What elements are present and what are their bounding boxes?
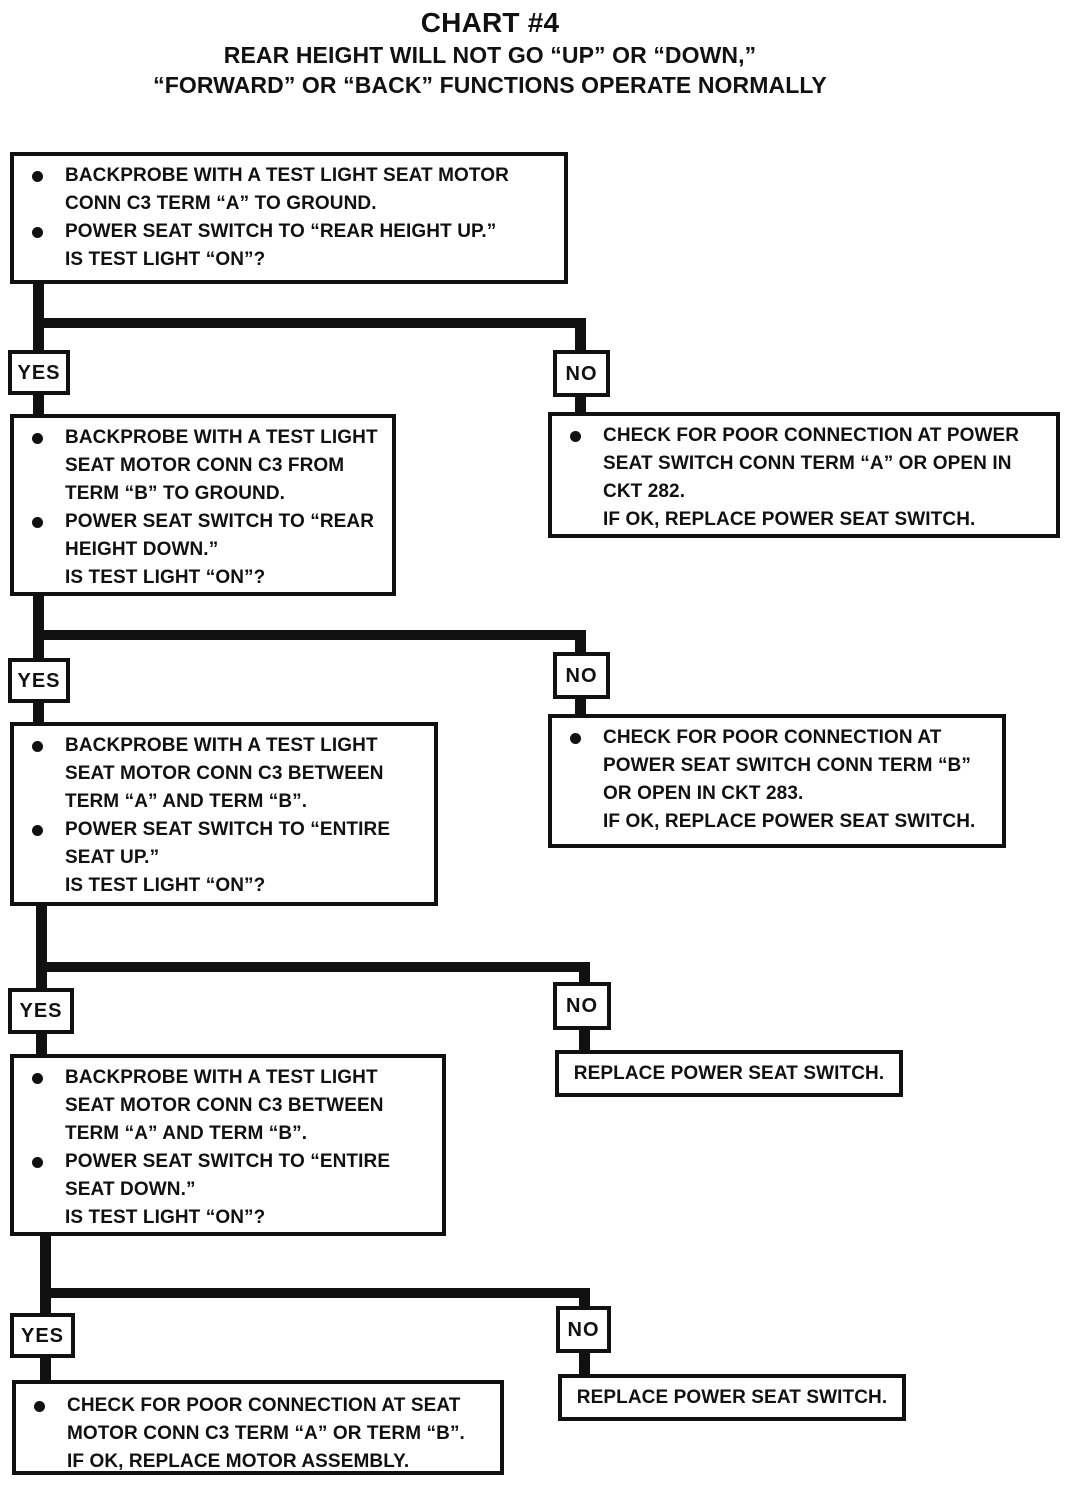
chart-subtitle-line2: “FORWARD” OR “BACK” FUNCTIONS OPERATE NO… bbox=[153, 72, 827, 98]
chart-title-block: CHART #4 REAR HEIGHT WILL NOT GO “UP” OR… bbox=[0, 6, 980, 100]
question-box-4: BACKPROBE WITH A TEST LIGHT SEAT MOTOR C… bbox=[10, 1054, 446, 1236]
action-text: CHECK FOR POOR CONNECTION AT POWER SEAT … bbox=[603, 425, 1020, 530]
step-text: POWER SEAT SWITCH TO “REAR HEIGHT DOWN.”… bbox=[65, 511, 375, 588]
step-text: BACKPROBE WITH A TEST LIGHT SEAT MOTOR C… bbox=[65, 735, 384, 812]
step-text: POWER SEAT SWITCH TO “REAR HEIGHT UP.” I… bbox=[65, 221, 497, 270]
step-bullet-row: CHECK FOR POOR CONNECTION AT POWER SEAT … bbox=[568, 724, 996, 836]
step-bullet-row: BACKPROBE WITH A TEST LIGHT SEAT MOTOR C… bbox=[30, 424, 386, 508]
step-text: POWER SEAT SWITCH TO “ENTIRE SEAT DOWN.”… bbox=[65, 1151, 391, 1228]
connector-line bbox=[40, 1288, 590, 1298]
connector-line bbox=[40, 1356, 51, 1380]
bullet-icon bbox=[34, 1401, 45, 1412]
action-text: REPLACE POWER SEAT SWITCH. bbox=[576, 1386, 888, 1408]
yes-label: YES bbox=[17, 361, 61, 384]
no-label: NO bbox=[565, 362, 598, 385]
yes-label: YES bbox=[20, 1324, 65, 1347]
no-box-2: NO bbox=[553, 652, 610, 699]
step-bullet-row: POWER SEAT SWITCH TO “ENTIRE SEAT DOWN.”… bbox=[30, 1148, 436, 1232]
connector-line bbox=[36, 962, 590, 972]
yes-box-3: YES bbox=[8, 988, 74, 1034]
no-box-4: NO bbox=[556, 1306, 611, 1353]
connector-line bbox=[33, 701, 44, 722]
step-text: BACKPROBE WITH A TEST LIGHT SEAT MOTOR C… bbox=[65, 165, 509, 214]
question-box-2: BACKPROBE WITH A TEST LIGHT SEAT MOTOR C… bbox=[10, 414, 396, 596]
connector-line bbox=[40, 1236, 51, 1316]
no-label: NO bbox=[566, 995, 598, 1017]
chart-subtitle-line1: REAR HEIGHT WILL NOT GO “UP” OR “DOWN,” bbox=[223, 42, 757, 68]
yes-label: YES bbox=[19, 1000, 63, 1022]
step-bullet-row: POWER SEAT SWITCH TO “REAR HEIGHT UP.” I… bbox=[30, 218, 558, 274]
step-bullet-row: CHECK FOR POOR CONNECTION AT SEAT MOTOR … bbox=[32, 1392, 494, 1476]
bullet-icon bbox=[32, 1157, 43, 1168]
yes-label: YES bbox=[17, 669, 61, 692]
no-label: NO bbox=[565, 664, 598, 687]
action-text: REPLACE POWER SEAT SWITCH. bbox=[573, 1062, 885, 1084]
yes-box-4: YES bbox=[10, 1313, 75, 1358]
connector-line bbox=[579, 1028, 590, 1050]
connector-line bbox=[575, 697, 586, 714]
no-box-1: NO bbox=[553, 350, 610, 397]
connector-line bbox=[575, 393, 586, 412]
action-box-no-2: CHECK FOR POOR CONNECTION AT POWER SEAT … bbox=[548, 714, 1006, 848]
bullet-icon bbox=[32, 433, 43, 444]
step-bullet-row: BACKPROBE WITH A TEST LIGHT SEAT MOTOR C… bbox=[30, 1064, 436, 1148]
step-bullet-row: POWER SEAT SWITCH TO “REAR HEIGHT DOWN.”… bbox=[30, 508, 386, 592]
step-text: BACKPROBE WITH A TEST LIGHT SEAT MOTOR C… bbox=[65, 427, 378, 504]
action-box-replace-switch-2: REPLACE POWER SEAT SWITCH. bbox=[558, 1374, 906, 1421]
connector-line bbox=[579, 1288, 590, 1308]
question-box-1: BACKPROBE WITH A TEST LIGHT SEAT MOTOR C… bbox=[10, 152, 568, 284]
connector-line bbox=[579, 962, 590, 984]
connector-line bbox=[33, 393, 44, 414]
step-bullet-row: BACKPROBE WITH A TEST LIGHT SEAT MOTOR C… bbox=[30, 162, 558, 218]
bullet-icon bbox=[32, 825, 43, 836]
connector-line bbox=[579, 1351, 590, 1374]
no-label: NO bbox=[567, 1318, 600, 1341]
action-text: CHECK FOR POOR CONNECTION AT POWER SEAT … bbox=[603, 727, 976, 832]
bullet-icon bbox=[32, 227, 43, 238]
bullet-icon bbox=[32, 517, 43, 528]
bullet-icon bbox=[570, 431, 581, 442]
step-bullet-row: POWER SEAT SWITCH TO “ENTIRE SEAT UP.” I… bbox=[30, 816, 428, 900]
bullet-icon bbox=[32, 171, 43, 182]
bullet-icon bbox=[32, 741, 43, 752]
action-box-no-1: CHECK FOR POOR CONNECTION AT POWER SEAT … bbox=[548, 412, 1060, 538]
connector-line bbox=[33, 630, 586, 640]
yes-box-2: YES bbox=[8, 658, 70, 703]
connector-line bbox=[575, 318, 586, 354]
step-text: POWER SEAT SWITCH TO “ENTIRE SEAT UP.” I… bbox=[65, 819, 391, 896]
step-bullet-row: BACKPROBE WITH A TEST LIGHT SEAT MOTOR C… bbox=[30, 732, 428, 816]
connector-line bbox=[36, 1032, 47, 1054]
action-box-final-yes: CHECK FOR POOR CONNECTION AT SEAT MOTOR … bbox=[12, 1380, 504, 1475]
connector-line bbox=[36, 906, 47, 990]
bullet-icon bbox=[32, 1073, 43, 1084]
yes-box-1: YES bbox=[8, 350, 70, 395]
step-bullet-row: CHECK FOR POOR CONNECTION AT POWER SEAT … bbox=[568, 422, 1050, 534]
connector-line bbox=[575, 630, 586, 654]
connector-line bbox=[33, 318, 586, 328]
chart-number-title: CHART #4 bbox=[420, 7, 560, 38]
step-text: BACKPROBE WITH A TEST LIGHT SEAT MOTOR C… bbox=[65, 1067, 384, 1144]
action-text: CHECK FOR POOR CONNECTION AT SEAT MOTOR … bbox=[67, 1395, 465, 1472]
connector-line bbox=[33, 596, 44, 660]
action-box-replace-switch-1: REPLACE POWER SEAT SWITCH. bbox=[555, 1050, 903, 1097]
question-box-3: BACKPROBE WITH A TEST LIGHT SEAT MOTOR C… bbox=[10, 722, 438, 906]
bullet-icon bbox=[570, 733, 581, 744]
no-box-3: NO bbox=[553, 982, 611, 1030]
